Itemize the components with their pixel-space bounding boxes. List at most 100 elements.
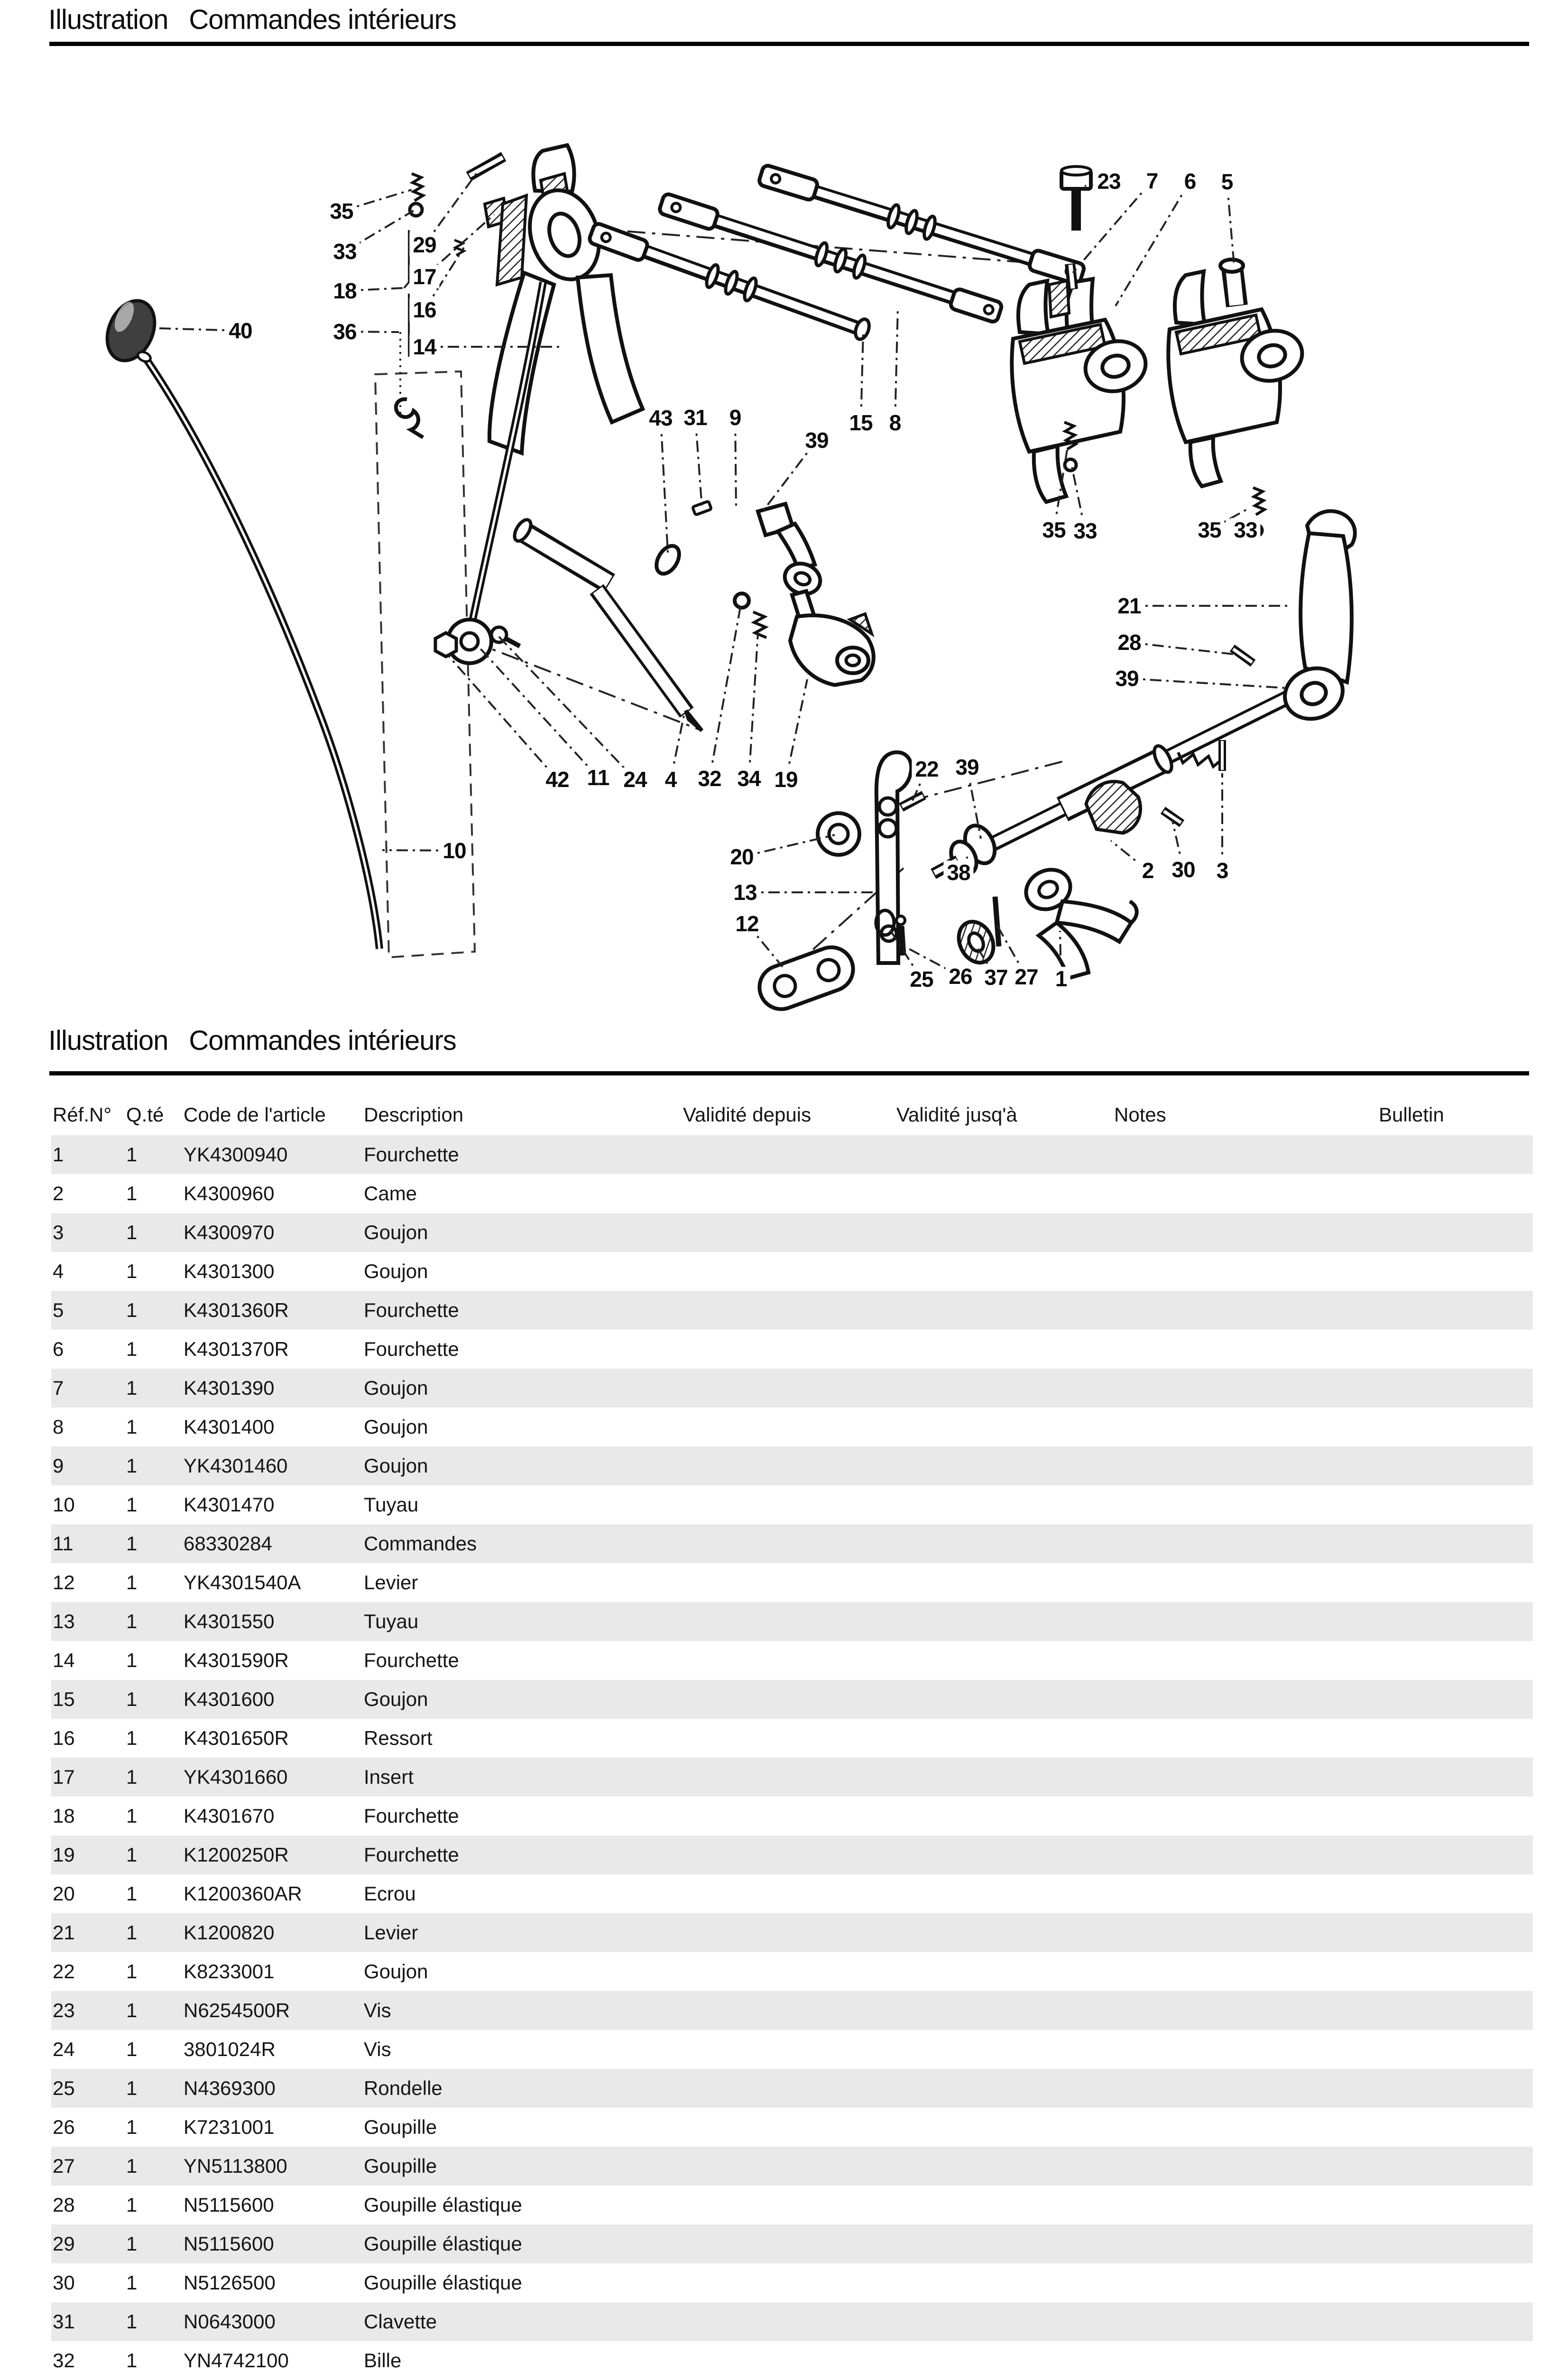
cell-qty: 1 xyxy=(126,2310,138,2333)
cell-qty: 1 xyxy=(126,1260,138,1282)
callout-14: 14 xyxy=(409,335,440,359)
selector-rails xyxy=(588,164,1086,341)
cell-code: YK4301540A xyxy=(184,1571,301,1594)
callout-39: 39 xyxy=(1112,667,1142,690)
callout-34: 34 xyxy=(734,767,764,790)
cell-qty: 1 xyxy=(126,1571,138,1594)
cell-desc: Goujon xyxy=(364,1688,428,1710)
callout-33: 33 xyxy=(1070,519,1100,543)
callout-21: 21 xyxy=(1114,594,1144,618)
cell-desc: Clavette xyxy=(364,2310,437,2333)
callout-35: 35 xyxy=(326,199,357,223)
callout-36: 36 xyxy=(330,320,360,343)
callout-29: 29 xyxy=(409,233,440,257)
cell-code: K4300970 xyxy=(184,1221,275,1243)
callout-28: 28 xyxy=(1114,630,1144,654)
cell-code: N4369300 xyxy=(184,2077,276,2099)
gear-lever xyxy=(105,299,383,949)
callout-9: 9 xyxy=(726,406,745,429)
cell-desc: Goupille xyxy=(364,2116,437,2138)
cell-code: 68330284 xyxy=(184,1532,272,1555)
cell-qty: 1 xyxy=(126,1143,138,1166)
cell-desc: Bille xyxy=(364,2349,402,2372)
cell-code: YK4300940 xyxy=(184,1143,288,1166)
cell-code: K7231001 xyxy=(184,2116,275,2138)
column-header-7: Notes xyxy=(1114,1103,1166,1126)
cell-qty: 1 xyxy=(126,2116,138,2138)
cell-code: K4300960 xyxy=(184,1182,275,1205)
cell-code: YK4301660 xyxy=(184,1766,288,1788)
callout-5: 5 xyxy=(1218,170,1236,194)
cell-desc: Vis xyxy=(364,2038,391,2060)
cell-ref: 22 xyxy=(53,1960,75,1983)
cell-ref: 26 xyxy=(53,2116,75,2138)
cell-desc: Fourchette xyxy=(364,1844,459,1866)
cell-qty: 1 xyxy=(126,2271,138,2294)
callout-13: 13 xyxy=(730,880,760,904)
callout-17: 17 xyxy=(409,265,440,288)
cell-code: N6254500R xyxy=(184,1999,290,2021)
column-header-4: Description xyxy=(364,1103,464,1126)
leader-line-24 xyxy=(497,635,636,780)
cell-desc: Goupille élastique xyxy=(364,2233,522,2255)
leader-line-35 xyxy=(1053,449,1068,530)
callout-1: 1 xyxy=(1051,967,1070,991)
cell-qty: 1 xyxy=(126,1338,138,1360)
page-title-name: Commandes intérieurs xyxy=(189,4,456,35)
cell-desc: Rondelle xyxy=(364,2077,443,2099)
cell-ref: 17 xyxy=(53,1766,75,1788)
cell-qty: 1 xyxy=(126,1960,138,1983)
cell-code: YN4742100 xyxy=(184,2349,289,2372)
cell-code: YK4301460 xyxy=(184,1455,288,1477)
cell-ref: 25 xyxy=(53,2077,75,2099)
leader-line-19 xyxy=(785,679,808,780)
callout-42: 42 xyxy=(542,768,572,791)
cell-qty: 1 xyxy=(126,1416,138,1438)
cell-qty: 1 xyxy=(126,1844,138,1866)
washer-25 xyxy=(874,908,896,937)
callout-31: 31 xyxy=(680,406,710,429)
cell-ref: 27 xyxy=(53,2155,75,2177)
cell-desc: Fourchette xyxy=(364,1649,459,1671)
cell-desc: Goujon xyxy=(364,1221,428,1243)
callout-16: 16 xyxy=(409,298,440,322)
cell-ref: 20 xyxy=(53,1882,75,1905)
dashed-envelope xyxy=(374,370,476,959)
leader-line-11 xyxy=(477,645,599,778)
callout-10: 10 xyxy=(439,839,470,862)
cell-code: K4301300 xyxy=(184,1260,275,1282)
cell-ref: 30 xyxy=(53,2271,75,2294)
screw-23 xyxy=(1060,165,1093,231)
cell-desc: Commandes xyxy=(364,1532,477,1555)
cell-ref: 2 xyxy=(53,1182,64,1205)
cell-desc: Levier xyxy=(364,1921,418,1944)
cell-code: K4301650R xyxy=(184,1727,289,1749)
cell-code: N5126500 xyxy=(184,2271,276,2294)
leader-line-20 xyxy=(741,834,835,858)
leader-line-42 xyxy=(448,656,558,780)
callout-6: 6 xyxy=(1181,169,1199,193)
column-header-2: Q.té xyxy=(126,1103,164,1126)
cell-ref: 8 xyxy=(53,1416,64,1438)
callout-40: 40 xyxy=(225,319,256,343)
callout-37: 37 xyxy=(981,965,1011,989)
leader-line-32 xyxy=(709,604,742,779)
cell-ref: 16 xyxy=(53,1727,75,1749)
cell-qty: 1 xyxy=(126,1999,138,2021)
cell-qty: 1 xyxy=(126,2077,138,2099)
column-header-5: Validité depuis xyxy=(683,1103,812,1126)
callout-39: 39 xyxy=(952,755,982,779)
leader-line-8 xyxy=(894,307,899,423)
